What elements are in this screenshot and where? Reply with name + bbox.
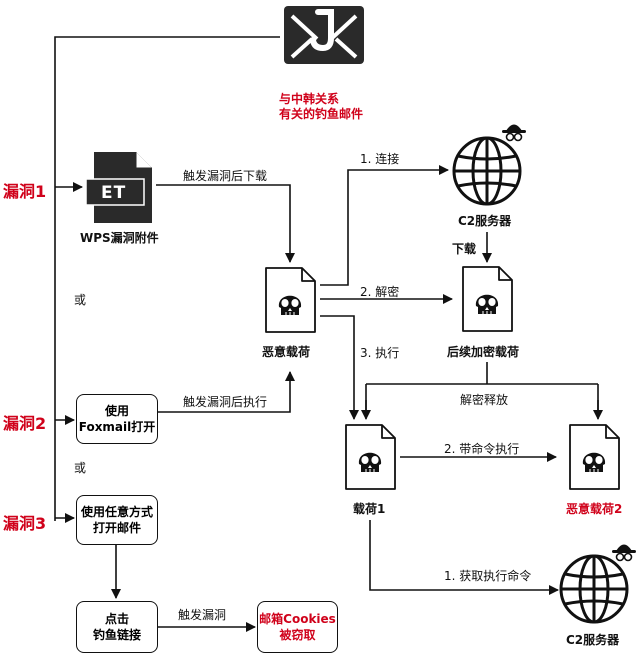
arrow-get-command (369, 520, 559, 595)
cookies-box-line1: 邮箱Cookies (259, 612, 336, 626)
vuln3-label: 漏洞3 (3, 514, 47, 533)
c2-server-bottom-hacker-icon (611, 543, 637, 562)
wps-et-file-icon (85, 152, 152, 223)
email-caption-line1: 与中韩关系 (279, 92, 340, 106)
payload1-label: 载荷1 (353, 502, 386, 516)
click-phishing-link-box: 点击钓鱼链接 (76, 601, 158, 653)
open-any-way-box: 使用任意方式打开邮件 (76, 495, 158, 545)
open-with-foxmail-box: 使用 Foxmail打开 (76, 394, 158, 444)
cookies-stolen-box: 邮箱Cookies 被窃取 (257, 601, 338, 653)
c2-server-top-globe-icon (452, 136, 522, 206)
c2-server-top-hacker-icon (501, 123, 527, 142)
wps-attachment-label: WPS漏洞附件 (80, 231, 159, 245)
edge-label-execute: 3. 执行 (360, 346, 400, 360)
cookies-box-line2: 被窃取 (279, 628, 316, 642)
email-to-targets-line (54, 36, 280, 521)
arrow-trigger-download (156, 184, 295, 263)
foxmail-box-line1: 使用 (104, 404, 129, 418)
edge-label-decrypt: 2. 解密 (360, 285, 400, 299)
phishing-email-icon (284, 6, 364, 64)
edge-label-get-command: 1. 获取执行命令 (444, 569, 532, 583)
edge-label-run-with-command: 2. 带命令执行 (444, 442, 520, 456)
edge-label-trigger-execute: 触发漏洞后执行 (183, 395, 268, 409)
edge-label-download: 下载 (452, 242, 477, 256)
encrypted-payload-icon (463, 267, 512, 331)
encrypted-payload-label: 后续加密载荷 (447, 345, 520, 359)
arrow-trigger-execute (156, 371, 295, 413)
click-box-line2: 钓鱼链接 (92, 628, 141, 642)
or-label-2: 或 (74, 461, 87, 475)
malicious-payload-icon (266, 268, 315, 332)
payload1-icon (346, 425, 395, 489)
arrow-connect (320, 165, 449, 286)
malicious-payload2-icon (570, 425, 619, 489)
click-box-line1: 点击 (104, 612, 129, 626)
foxmail-box-line2: Foxmail打开 (78, 420, 156, 434)
edge-label-decrypt-release: 解密释放 (460, 393, 509, 407)
c2-server-bottom-globe-icon (559, 554, 629, 624)
edge-label-trigger-vuln: 触发漏洞 (178, 608, 227, 622)
malicious-payload2-label: 恶意载荷2 (566, 502, 623, 516)
vuln1-label: 漏洞1 (3, 182, 47, 201)
edge-label-connect: 1. 连接 (360, 152, 400, 166)
or-label-1: 或 (74, 293, 87, 307)
any-box-line2: 打开邮件 (92, 521, 141, 535)
any-box-line1: 使用任意方式 (80, 505, 153, 519)
email-caption-line2: 有关的钓鱼邮件 (279, 107, 364, 121)
arrow-execute (320, 315, 359, 420)
c2-server-top-label: C2服务器 (458, 214, 512, 228)
c2-server-bottom-label: C2服务器 (566, 633, 620, 647)
malicious-payload-label: 恶意载荷 (262, 345, 311, 359)
arrow-decrypt-release (365, 362, 599, 417)
vuln2-label: 漏洞2 (3, 414, 47, 433)
et-icon-text: ET (101, 183, 127, 203)
edge-label-trigger-download: 触发漏洞后下载 (183, 169, 268, 183)
